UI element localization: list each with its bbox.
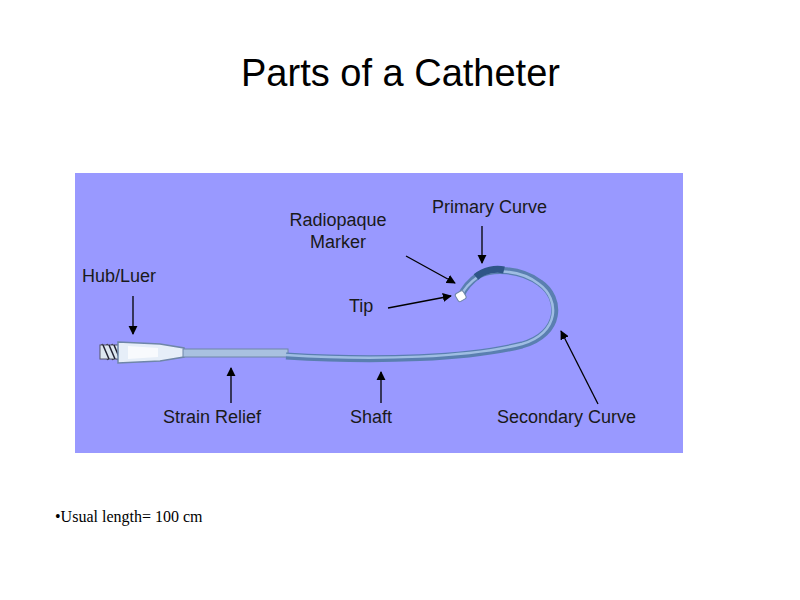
part-label: Radiopaque Marker — [282, 210, 394, 253]
tip — [455, 290, 467, 302]
hub-highlight — [128, 346, 158, 359]
part-label: Primary Curve — [432, 197, 547, 219]
hub — [118, 342, 184, 363]
strain-relief — [183, 349, 288, 357]
part-label: Tip — [349, 296, 373, 318]
leader-lines — [133, 226, 598, 404]
shaft-highlight — [286, 271, 553, 357]
slide-title: Parts of a Catheter — [241, 52, 560, 95]
part-label: Shaft — [350, 407, 392, 429]
note-text: •Usual length= 100 cm — [55, 508, 203, 526]
part-label: Hub/Luer — [82, 266, 156, 288]
luer-thread — [100, 344, 120, 360]
part-label: Secondary Curve — [497, 407, 636, 429]
panel-ground — [75, 173, 683, 453]
shaft — [286, 270, 555, 358]
part-label: Strain Relief — [163, 407, 261, 429]
radiopaque-marker — [476, 269, 504, 277]
